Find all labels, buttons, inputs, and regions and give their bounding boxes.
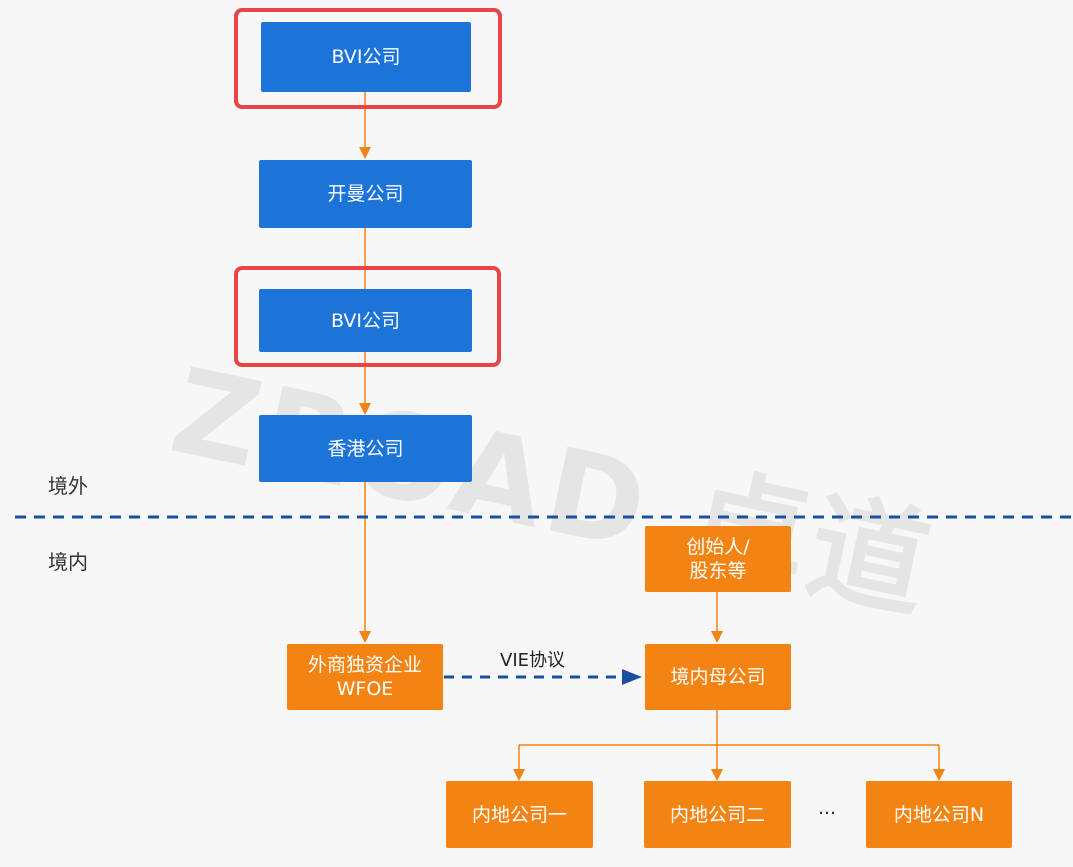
founders-shareholders[interactable]: 创始人/ 股东等 xyxy=(645,526,791,592)
zone-label-overseas: 境外 xyxy=(48,474,88,498)
subsidiary-company-1[interactable]: 内地公司一 xyxy=(446,781,593,848)
vie-agreement-label: VIE协议 xyxy=(500,650,565,671)
ellipsis: … xyxy=(818,798,837,819)
wfoe-company[interactable]: 外商独资企业 WFOE xyxy=(287,644,443,710)
bvi-company-top[interactable]: BVI公司 xyxy=(261,22,471,92)
hongkong-company[interactable]: 香港公司 xyxy=(259,415,472,482)
bvi-company-mid[interactable]: BVI公司 xyxy=(259,289,472,352)
highlight-frame-top xyxy=(234,8,502,109)
cayman-company[interactable]: 开曼公司 xyxy=(259,160,472,228)
highlight-frame-mid xyxy=(234,266,501,367)
subsidiary-company-2[interactable]: 内地公司二 xyxy=(644,781,791,848)
domestic-parent-company[interactable]: 境内母公司 xyxy=(645,644,791,710)
zone-label-domestic: 境内 xyxy=(48,550,88,574)
subsidiary-company-n[interactable]: 内地公司N xyxy=(866,781,1012,848)
